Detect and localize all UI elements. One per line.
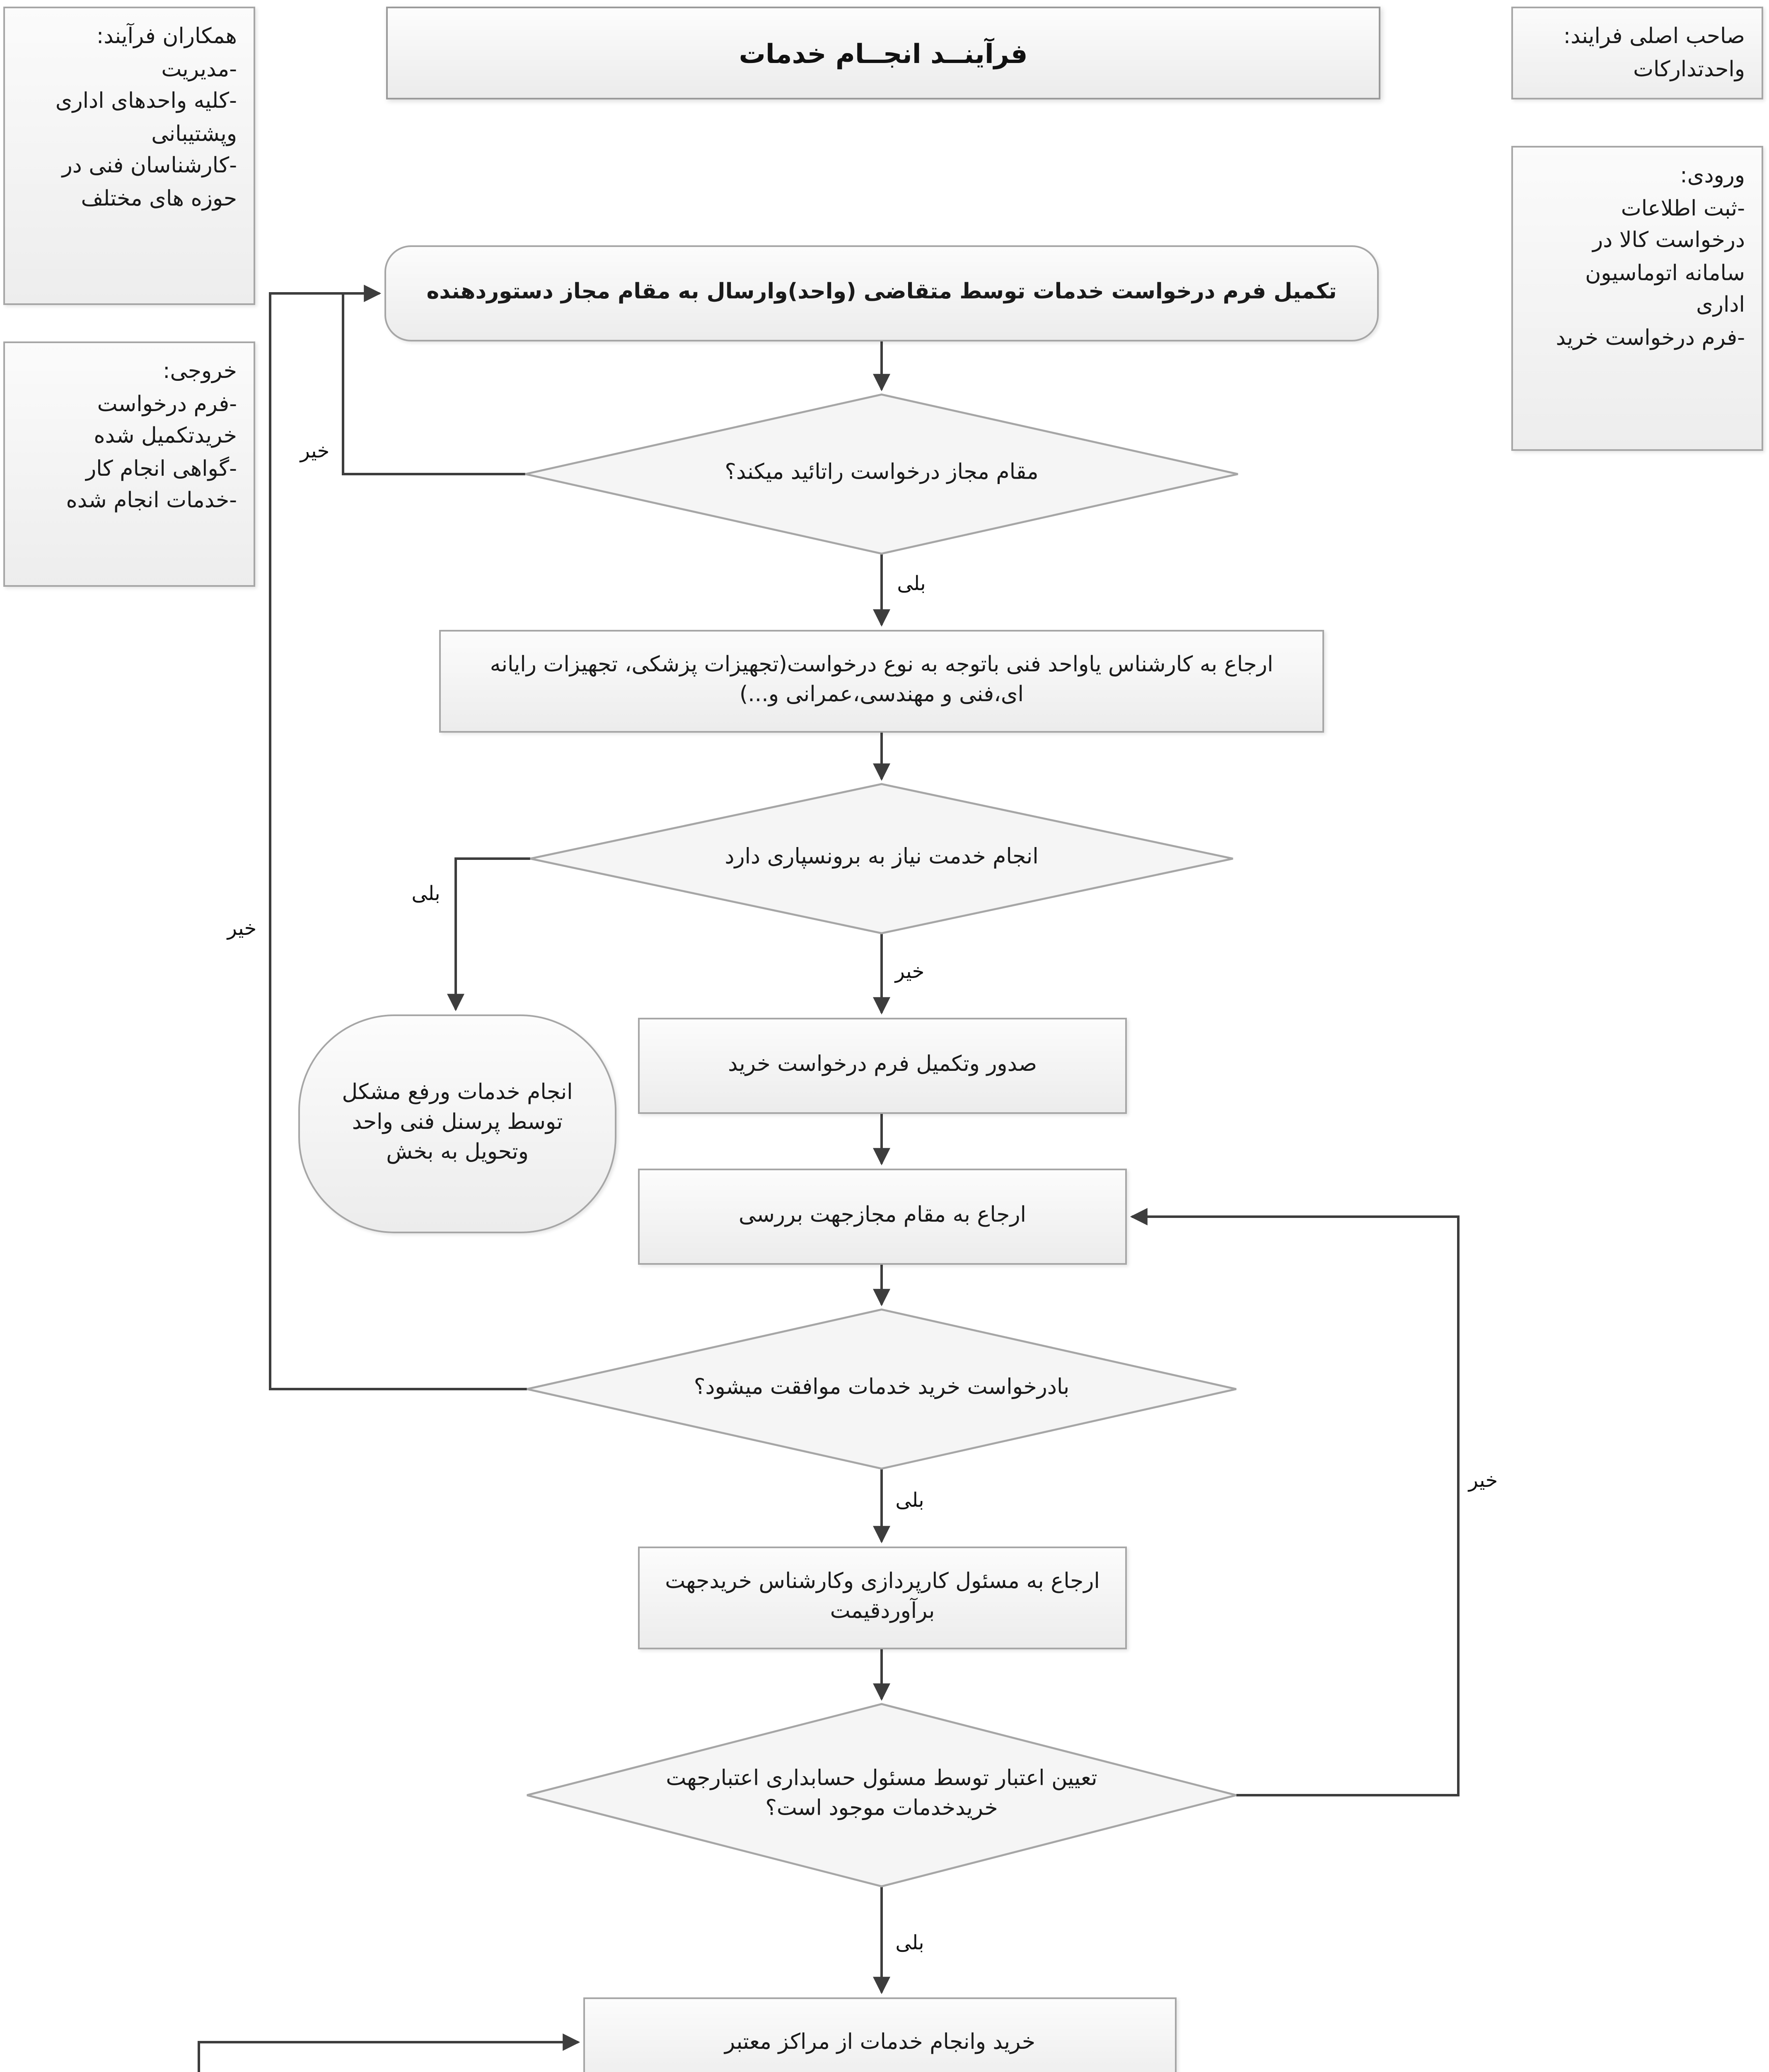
decision-outsourcing-diamond xyxy=(530,783,1233,934)
decision-outsourcing-label: انجام خدمت نیاز به برونسپاری دارد xyxy=(725,845,1039,870)
edge-label-no-credit: خیر xyxy=(1468,1469,1498,1492)
edge-label-yes-purchase: بلی xyxy=(895,1489,924,1512)
decision-credit-available-label: تعیین اعتبار توسط مسئول حسابداری اعتبارج… xyxy=(666,1767,1097,1822)
edge-label-yes-credit: بلی xyxy=(895,1931,924,1954)
connector-contact-centers-to-purchase-services xyxy=(198,2033,580,2072)
edge-label-no-purchase: خیر xyxy=(227,917,257,940)
connector-purchase-no-to-start xyxy=(269,285,527,1390)
edge-label-yes-authority: بلی xyxy=(897,572,926,595)
internal-service-node: انجام خدمات ورفع مشکل توسط پرسنل فنی واح… xyxy=(298,1014,616,1233)
start-node: تکمیل فرم درخواست خدمات توسط متقاضی (واح… xyxy=(384,245,1379,341)
connector-approve-no-to-start xyxy=(342,293,525,475)
panel-process-owner: صاحب اصلی فرایند: واحدتدارکات xyxy=(1511,7,1763,99)
panel-collaborators: همکاران فرآیند: -مدیریت -کلیه واحدهای اد… xyxy=(3,7,255,305)
decision-purchase-approved-diamond xyxy=(527,1308,1237,1470)
panel-inputs: ورودی: -ثبت اطلاعات درخواست کالا در ساما… xyxy=(1511,146,1763,451)
decision-credit-available-diamond xyxy=(527,1703,1237,1888)
edge-label-no-outsourcing: خیر xyxy=(895,960,925,983)
connector-credit-no-to-review xyxy=(1130,1208,1460,1796)
connector-outsourcing-yes-to-internal-service xyxy=(447,857,530,1012)
panel-outputs: خروجی: -فرم درخواست خریدتکمیل شده -گواهی… xyxy=(3,341,255,587)
purchase-services-node: خرید وانجام خدمات از مراکز معتبر xyxy=(583,1997,1177,2072)
issue-purchase-form-node: صدور وتکمیل فرم درخواست خرید xyxy=(638,1018,1127,1114)
page-title: فرآینــد انجــام خدمات xyxy=(386,7,1380,99)
decision-authority-approves-label: مقام مجاز درخواست راتائید میکند؟ xyxy=(725,460,1039,486)
refer-authority-review-node: ارجاع به مقام مجازجهت بررسی xyxy=(638,1169,1127,1265)
edge-label-yes-outsourcing: بلی xyxy=(411,882,440,905)
decision-purchase-approved-label: بادرخواست خرید خدمات موافقت میشود؟ xyxy=(694,1375,1070,1401)
edge-label-no-authority: خیر xyxy=(300,439,330,462)
refer-procurement-node: ارجاع به مسئول کارپردازی وکارشناس خریدجه… xyxy=(638,1547,1127,1649)
decision-authority-approves-diamond xyxy=(525,393,1238,555)
refer-expert-node: ارجاع به کارشناس یاواحد فنی باتوجه به نو… xyxy=(439,630,1324,733)
